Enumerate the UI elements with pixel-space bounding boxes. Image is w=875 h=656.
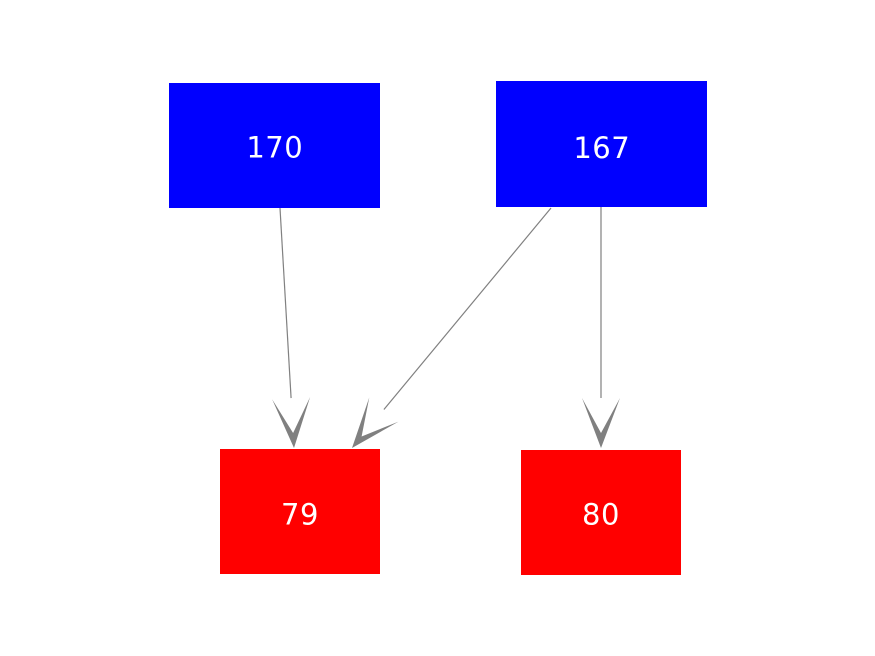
edge-170-79-arrowhead bbox=[272, 397, 311, 448]
edge-167-79-arrowhead bbox=[352, 397, 399, 448]
node-79[interactable]: 79 bbox=[220, 449, 380, 574]
node-label: 80 bbox=[582, 497, 620, 532]
node-80[interactable]: 80 bbox=[521, 450, 681, 575]
edge-167-79 bbox=[383, 207, 552, 410]
node-167[interactable]: 167 bbox=[496, 81, 707, 207]
node-170[interactable]: 170 bbox=[169, 83, 380, 208]
edge-170-79 bbox=[279, 207, 292, 399]
node-label: 167 bbox=[573, 130, 631, 165]
node-label: 79 bbox=[281, 497, 319, 532]
edge-167-80-arrowhead bbox=[582, 398, 620, 448]
node-label: 170 bbox=[246, 130, 304, 165]
edges-group bbox=[272, 207, 620, 448]
